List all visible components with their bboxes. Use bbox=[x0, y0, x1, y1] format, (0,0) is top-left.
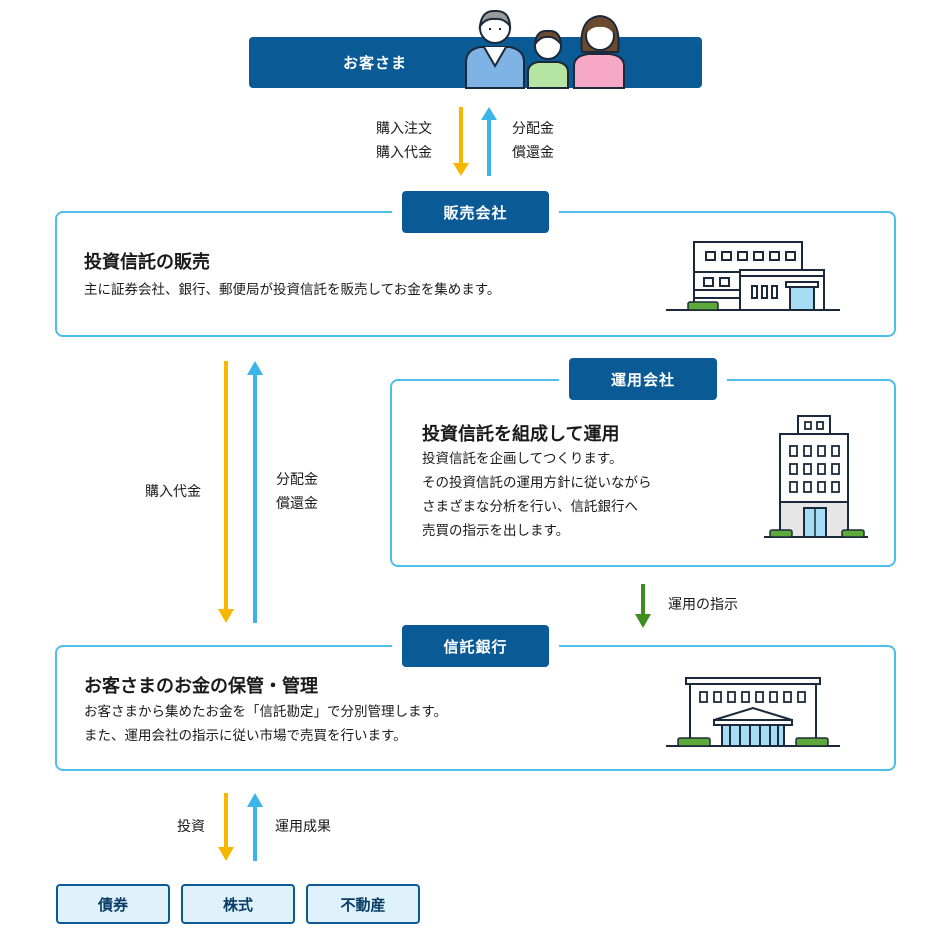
manager-tab: 運用会社 bbox=[569, 358, 717, 400]
arrow-up-blue-bottom bbox=[247, 793, 263, 861]
top-up-labels: 分配金 償還金 bbox=[512, 121, 554, 161]
asset-real-estate: 不動産 bbox=[306, 884, 420, 924]
arrow-up-blue-top bbox=[481, 107, 497, 176]
bottom-down-label: 投資 bbox=[177, 819, 205, 835]
sales-tab: 販売会社 bbox=[402, 191, 549, 233]
arrow-down-yellow-bottom bbox=[218, 793, 234, 861]
trust-title: お客さまのお金の保管・管理 bbox=[84, 676, 318, 697]
asset-bonds: 債券 bbox=[56, 884, 170, 924]
manager-building-icon bbox=[764, 415, 868, 538]
trust-bank-icon bbox=[666, 677, 840, 747]
instruction-label: 運用の指示 bbox=[668, 597, 738, 613]
arrow-up-blue-mid bbox=[247, 361, 263, 623]
bottom-up-label: 運用成果 bbox=[275, 819, 331, 835]
trust-desc: お客さまから集めたお金を「信託勘定」で分別管理します。 また、運用会社の指示に従… bbox=[84, 704, 448, 744]
customer-label: お客さま bbox=[343, 54, 408, 72]
trust-tab: 信託銀行 bbox=[402, 625, 549, 667]
sales-title: 投資信託の販売 bbox=[84, 252, 210, 273]
sales-building-icon bbox=[666, 241, 840, 311]
top-down-labels: 購入注文 購入代金 bbox=[376, 121, 432, 161]
manager-title: 投資信託を組成して運用 bbox=[422, 424, 620, 445]
sales-desc: 主に証券会社、銀行、郵便局が投資信託を販売してお金を集めます。 bbox=[84, 282, 501, 298]
mid-down-label: 購入代金 bbox=[145, 484, 201, 500]
mid-up-labels: 分配金 償還金 bbox=[276, 472, 318, 512]
arrow-down-yellow-top bbox=[453, 107, 469, 176]
asset-stocks: 株式 bbox=[181, 884, 295, 924]
family-icon bbox=[465, 9, 625, 89]
arrow-down-yellow-mid bbox=[218, 361, 234, 623]
arrow-down-green bbox=[635, 584, 651, 628]
manager-desc: 投資信託を企画してつくります。 その投資信託の運用方針に従いながら さまざまな分… bbox=[422, 451, 652, 539]
